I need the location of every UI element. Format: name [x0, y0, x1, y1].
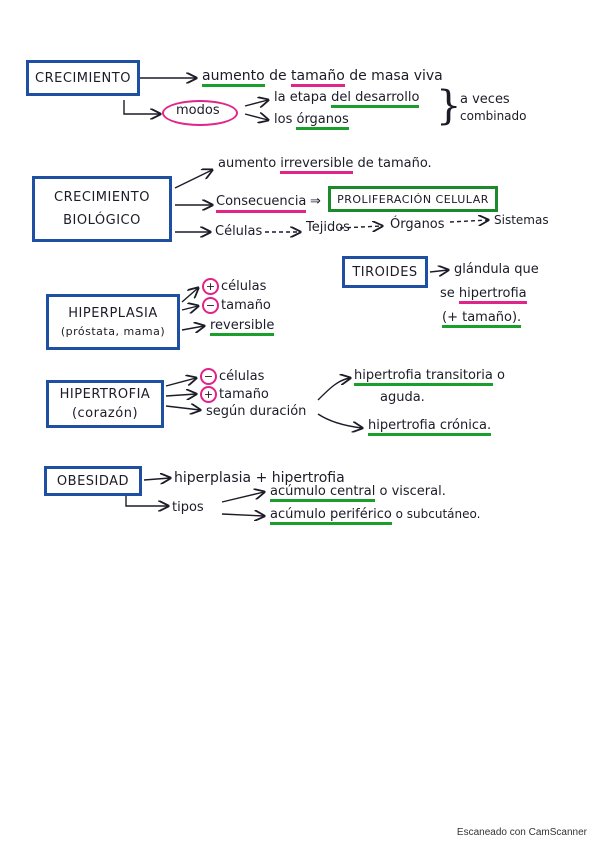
- modos-label: modos: [176, 103, 220, 118]
- crecimiento-box-label: CRECIMIENTO: [35, 70, 131, 86]
- obesidad-tipo-central: acúmulo central o visceral.: [270, 484, 446, 502]
- minus-sign-icon: −: [202, 297, 219, 314]
- hipertrofia-box-line2: (corazón): [71, 406, 139, 421]
- tiroides-box-label: TIROIDES: [352, 264, 418, 280]
- hipertrofia-transitoria: hipertrofia transitoria o: [354, 368, 505, 386]
- tiroides-line1: glándula que: [454, 262, 539, 277]
- level-systems: Sistemas: [494, 213, 549, 227]
- modos-oval: [162, 100, 238, 126]
- tiroides-line2: se hipertrofia: [440, 286, 527, 304]
- obesidad-box-label: OBESIDAD: [56, 473, 130, 489]
- hiperplasia-box-line2: (próstata, mama): [60, 325, 166, 338]
- crecimiento-box: CRECIMIENTO: [26, 60, 140, 96]
- obesidad-tipo-periferico: acúmulo periférico o subcutáneo.: [270, 506, 480, 525]
- hipertrofia-duration: según duración: [206, 404, 307, 419]
- hipertrofia-aguda: aguda.: [380, 390, 425, 405]
- hiperplasia-reversible: reversible: [210, 318, 275, 336]
- crecimiento-definition: aumento de tamaño de masa viva: [202, 68, 443, 87]
- biologico-box-line1: CRECIMIENTO: [54, 190, 150, 205]
- proliferacion-label: PROLIFERACIÓN CELULAR: [337, 192, 489, 206]
- level-organs: Órganos: [390, 217, 445, 232]
- hiperplasia-size: −tamaño: [202, 297, 271, 314]
- crecimiento-mode-organs: los órganos: [274, 112, 349, 130]
- hipertrofia-box-line1: HIPERTROFIA: [59, 387, 151, 402]
- obesidad-box: OBESIDAD: [44, 466, 142, 496]
- hipertrofia-cells: −células: [200, 368, 264, 385]
- minus-sign-icon: −: [200, 368, 217, 385]
- biologico-box-line2: BIOLÓGICO: [63, 213, 141, 228]
- hipertrofia-box: HIPERTROFIA (corazón): [46, 380, 164, 428]
- brace-symbol: }: [436, 83, 462, 129]
- consecuencia-label: Consecuencia: [216, 194, 307, 213]
- combined-line1: a veces: [460, 92, 510, 107]
- scanner-watermark: Escaneado con CamScanner: [456, 827, 587, 838]
- biologico-line-irreversible: aumento irreversible de tamaño.: [218, 156, 432, 174]
- level-cells: Células: [215, 224, 263, 239]
- combined-line2: combinado: [460, 109, 527, 123]
- tiroides-box: TIROIDES: [342, 256, 428, 288]
- obesidad-tipos: tipos: [172, 500, 204, 515]
- hiperplasia-box: HIPERPLASIA (próstata, mama): [46, 294, 180, 350]
- hiperplasia-box-line1: HIPERPLASIA: [68, 306, 158, 321]
- hiperplasia-cells: +células: [202, 278, 266, 295]
- crecimiento-biologico-box: CRECIMIENTO BIOLÓGICO: [32, 176, 172, 242]
- hipertrofia-cronica: hipertrofia crónica.: [368, 418, 492, 436]
- obesidad-definition: hiperplasia + hipertrofia: [174, 470, 345, 486]
- crecimiento-mode-stage: la etapa del desarrollo: [274, 90, 420, 108]
- tiroides-line3: (+ tamaño).: [442, 310, 522, 328]
- level-tissues: Tejidos: [306, 220, 350, 235]
- plus-sign-icon: +: [200, 386, 217, 403]
- hipertrofia-size: +tamaño: [200, 386, 269, 403]
- plus-sign-icon: +: [202, 278, 219, 295]
- proliferacion-box: PROLIFERACIÓN CELULAR: [328, 186, 498, 212]
- implies-symbol: ⇒: [310, 194, 321, 209]
